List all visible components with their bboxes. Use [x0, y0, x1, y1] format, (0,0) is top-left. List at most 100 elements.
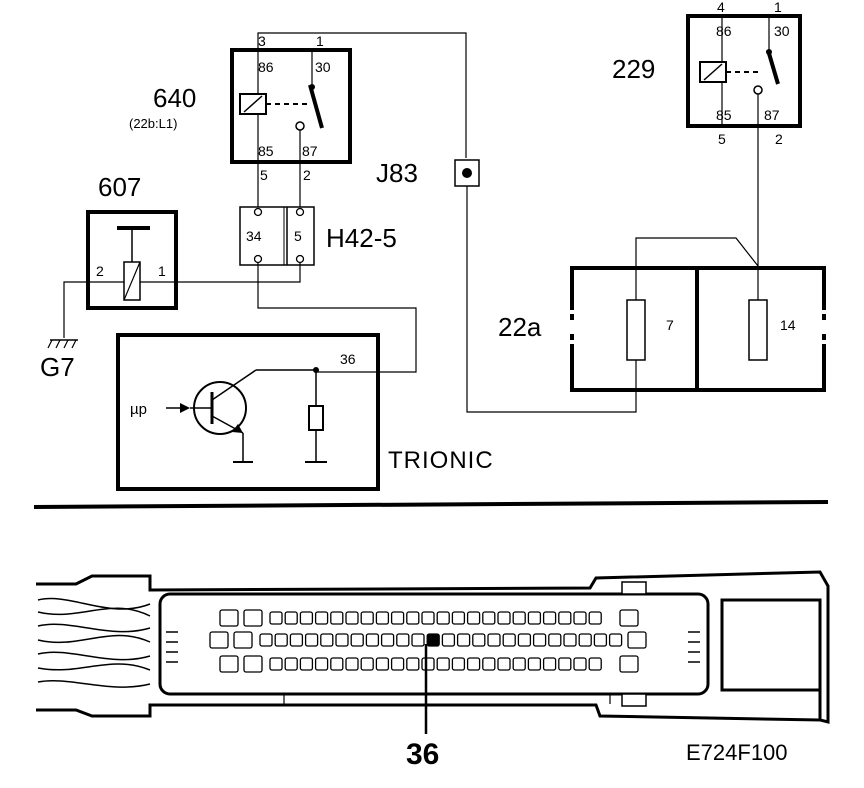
- ecu-pin-36: 36: [340, 351, 356, 367]
- fuse-7-icon: [626, 299, 646, 361]
- connector-pin: [542, 657, 557, 671]
- connector-pin: [573, 657, 587, 671]
- connector-pin: [299, 611, 314, 625]
- ecu-name: TRIONIC: [388, 447, 494, 474]
- pin-grid: [209, 609, 647, 673]
- connector-pin: [497, 611, 511, 625]
- fuse-14-icon: [748, 299, 768, 361]
- connector-pin: [573, 611, 587, 625]
- connector-pin: [390, 657, 405, 671]
- connector-pin: [558, 611, 572, 625]
- h42-id: H42-5: [326, 223, 397, 253]
- connector-pin-large: [619, 655, 639, 673]
- relay-229-pin-87: 87: [764, 107, 780, 123]
- resistor-icon: [308, 405, 324, 431]
- figure-code: E724F100: [686, 740, 788, 765]
- connector-pin: [436, 611, 450, 625]
- connector-pin: [269, 611, 283, 625]
- connector-pin: [563, 633, 577, 647]
- connector-pin: [512, 657, 526, 671]
- connector-pin: [390, 611, 405, 625]
- connector-pin: [284, 611, 298, 625]
- connector-pin: [487, 633, 501, 647]
- component-607-pin-2: 2: [96, 263, 104, 279]
- connector-pin: [365, 633, 380, 647]
- connector-pin: [289, 633, 304, 647]
- relay-640-ref: (22b:L1): [129, 116, 177, 131]
- connector-pin: [335, 633, 349, 647]
- connector-pin: [259, 633, 273, 647]
- relay-229-pin-top-b: 1: [774, 0, 782, 15]
- connector-pin: [421, 657, 435, 671]
- junction-dot-icon: [462, 168, 472, 178]
- relay-640-pin-top-b: 1: [316, 33, 324, 49]
- connector-pin-large: [233, 631, 253, 649]
- connector-h42-5: 34 5 H42-5: [239, 206, 397, 266]
- connector-pin: [314, 657, 329, 671]
- h42-pin-5: 5: [294, 228, 302, 244]
- connector-pin: [304, 633, 319, 647]
- connector-pin: [421, 611, 435, 625]
- connector-pin: [608, 633, 623, 647]
- connector-pin: [482, 611, 496, 625]
- connector-pin: [375, 657, 390, 671]
- relay-229-id: 229: [612, 54, 655, 84]
- connector-pin: [380, 633, 395, 647]
- section-divider: [33, 500, 829, 509]
- wire-harness-icon: [37, 597, 151, 688]
- fuse-14-label: 14: [780, 317, 796, 333]
- connector-pin: [360, 611, 374, 625]
- fuse-box-22a: 22a 7 14: [498, 266, 828, 392]
- connector-pin: [406, 657, 420, 671]
- connector-pin: [345, 657, 359, 671]
- connector-pin: [441, 633, 456, 647]
- connector-pin: [527, 657, 542, 671]
- connector-pin-large: [243, 655, 263, 673]
- relay-229-pin-bottom-a: 5: [718, 131, 726, 147]
- connector-pin-large: [619, 609, 639, 627]
- connector-pin: [466, 657, 481, 671]
- connector-pin: [330, 657, 344, 671]
- connector-pin: [502, 633, 516, 647]
- connector-pin: [542, 611, 557, 625]
- ecu-connector-view: 36: [36, 570, 830, 771]
- h42-pin-34: 34: [246, 228, 262, 244]
- relay-640-switch-icon: [308, 84, 324, 129]
- component-607: 607 2 1: [86, 172, 178, 310]
- connector-pin: [466, 611, 481, 625]
- ecu-trionic: µp 36 TRIONIC: [116, 333, 494, 491]
- connector-pin: [482, 657, 496, 671]
- connector-pin: [330, 611, 344, 625]
- relay-229-pin-30: 30: [774, 23, 790, 39]
- connector-pin: [588, 657, 602, 671]
- connector-pin-large: [209, 631, 229, 649]
- relay-229-pin-86: 86: [716, 23, 732, 39]
- connector-pin: [375, 611, 390, 625]
- connector-pin: [558, 657, 572, 671]
- connector-pin: [406, 611, 420, 625]
- connector-callout-36: 36: [406, 738, 439, 771]
- relay-640-pin-87: 87: [302, 143, 318, 159]
- connector-pin: [350, 633, 364, 647]
- connector-pin: [320, 633, 334, 647]
- connector-pin: [588, 611, 602, 625]
- connector-pin-large: [243, 609, 263, 627]
- connector-pin: [593, 633, 608, 647]
- connector-pin: [548, 633, 562, 647]
- relay-640-pin-85: 85: [258, 143, 274, 159]
- relay-640: 640 (22b:L1) 3 1 86 30 85 87 5 2: [129, 33, 352, 183]
- relay-640-pin-30: 30: [315, 59, 331, 75]
- connector-pin: [299, 657, 314, 671]
- component-607-id: 607: [98, 172, 141, 202]
- connector-pin-large: [627, 631, 647, 649]
- relay-640-pin-top-a: 3: [258, 33, 266, 49]
- connector-pin-36: [426, 633, 440, 647]
- fuse-7-label: 7: [666, 317, 674, 333]
- connector-pin: [497, 657, 511, 671]
- component-607-pin-1: 1: [158, 263, 166, 279]
- relay-640-pin-bottom-a: 5: [260, 167, 268, 183]
- connector-pin: [532, 633, 547, 647]
- connector-pin: [269, 657, 283, 671]
- connector-pin-large: [219, 655, 239, 673]
- fuse-box-id: 22a: [498, 312, 542, 342]
